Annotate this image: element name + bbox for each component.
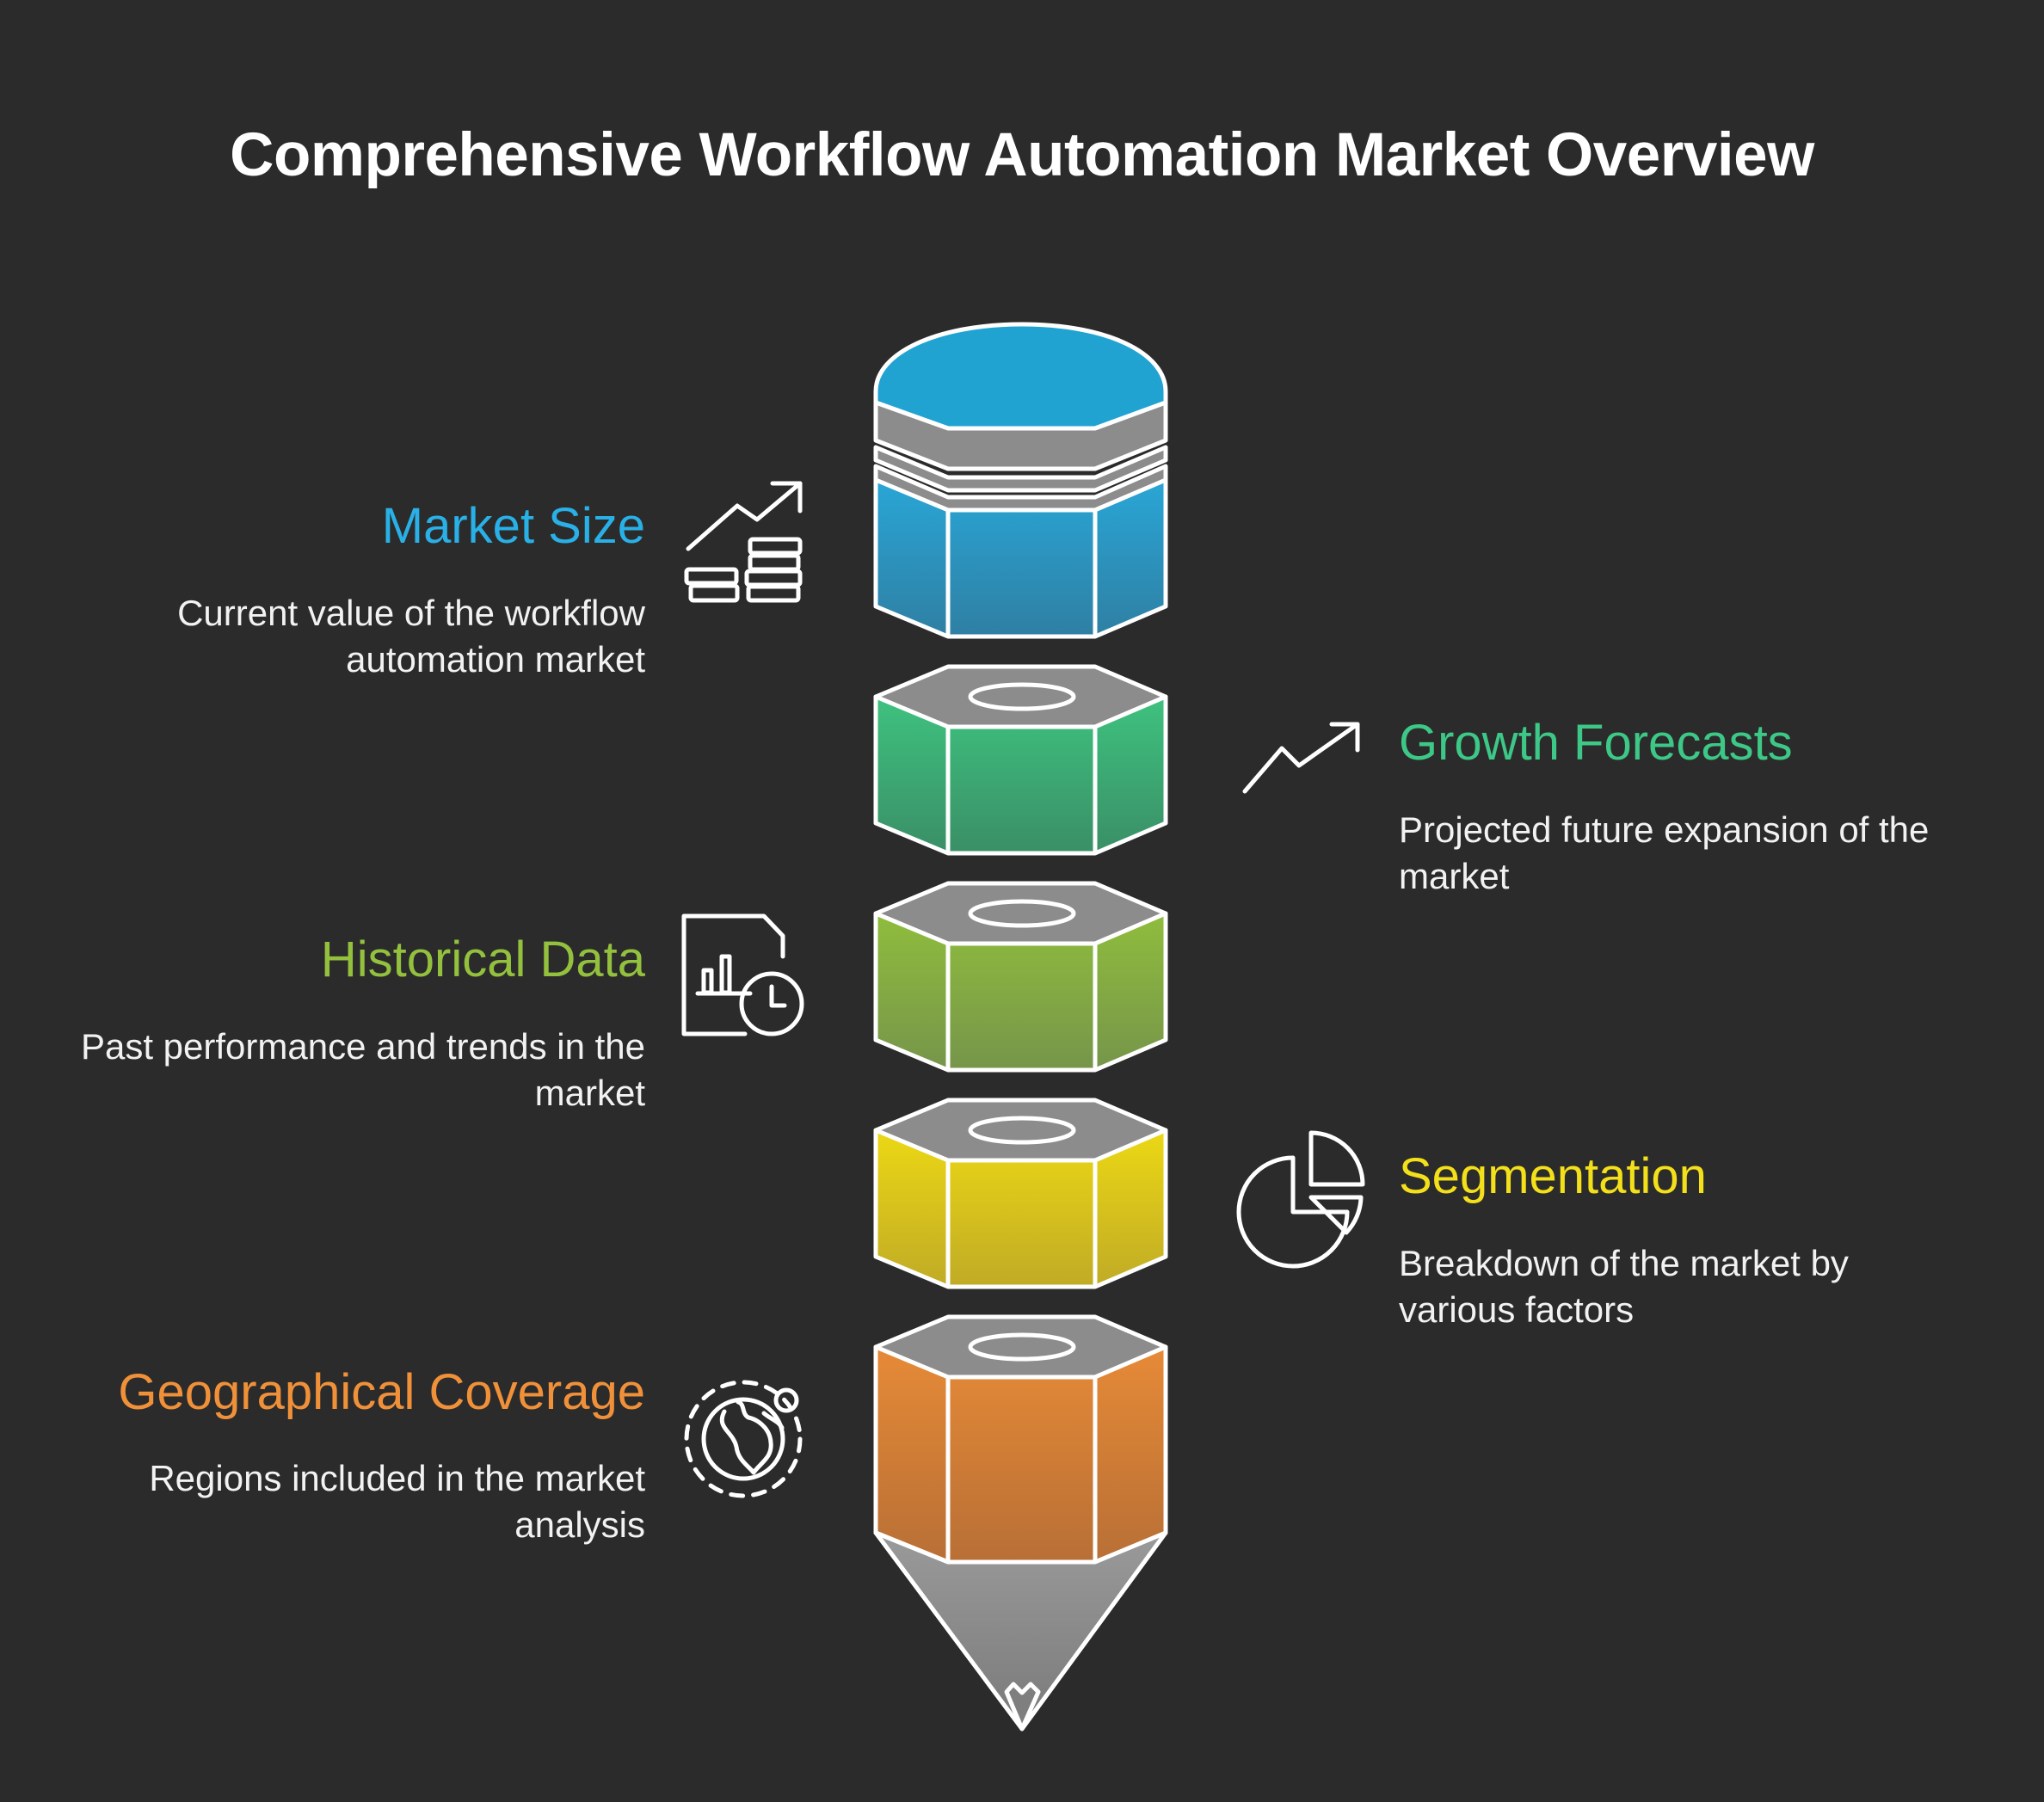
pencil-tip	[873, 1530, 1168, 1731]
section-geographical-coverage: Geographical Coverage Regions included i…	[43, 1362, 645, 1548]
pencil-segment-green	[873, 664, 1168, 856]
section-historical-data: Historical Data Past performance and tre…	[43, 929, 645, 1116]
section-description: Current value of the workflow automation…	[177, 593, 645, 680]
section-heading: Historical Data	[320, 932, 645, 987]
trend-up-arrow-icon	[1242, 722, 1360, 794]
section-segmentation: Segmentation Breakdown of the market by …	[1399, 1146, 1949, 1333]
section-heading: Segmentation	[1399, 1148, 1707, 1204]
pencil-segment-yellow	[873, 1098, 1168, 1289]
section-description: Projected future expansion of the market	[1399, 809, 1930, 896]
section-heading: Geographical Coverage	[118, 1364, 645, 1420]
section-description: Past performance and trends in the marke…	[80, 1026, 645, 1113]
section-heading: Market Size	[381, 498, 645, 554]
report-clock-icon	[681, 913, 804, 1036]
pencil-segment-olive	[873, 881, 1168, 1073]
section-heading: Growth Forecasts	[1399, 715, 1793, 771]
pencil-eraser-segment	[873, 322, 1168, 639]
section-description: Regions included in the market analysis	[149, 1458, 645, 1545]
coins-growth-icon	[684, 481, 803, 603]
pie-chart-icon	[1236, 1130, 1365, 1269]
section-market-size: Market Size Current value of the workflo…	[43, 495, 645, 683]
page-title: Comprehensive Workflow Automation Market…	[230, 121, 1814, 189]
pencil-segment-orange	[873, 1314, 1168, 1565]
section-description: Breakdown of the market by various facto…	[1399, 1243, 1849, 1330]
globe-icon	[684, 1380, 803, 1498]
section-growth-forecasts: Growth Forecasts Projected future expans…	[1399, 712, 1949, 900]
